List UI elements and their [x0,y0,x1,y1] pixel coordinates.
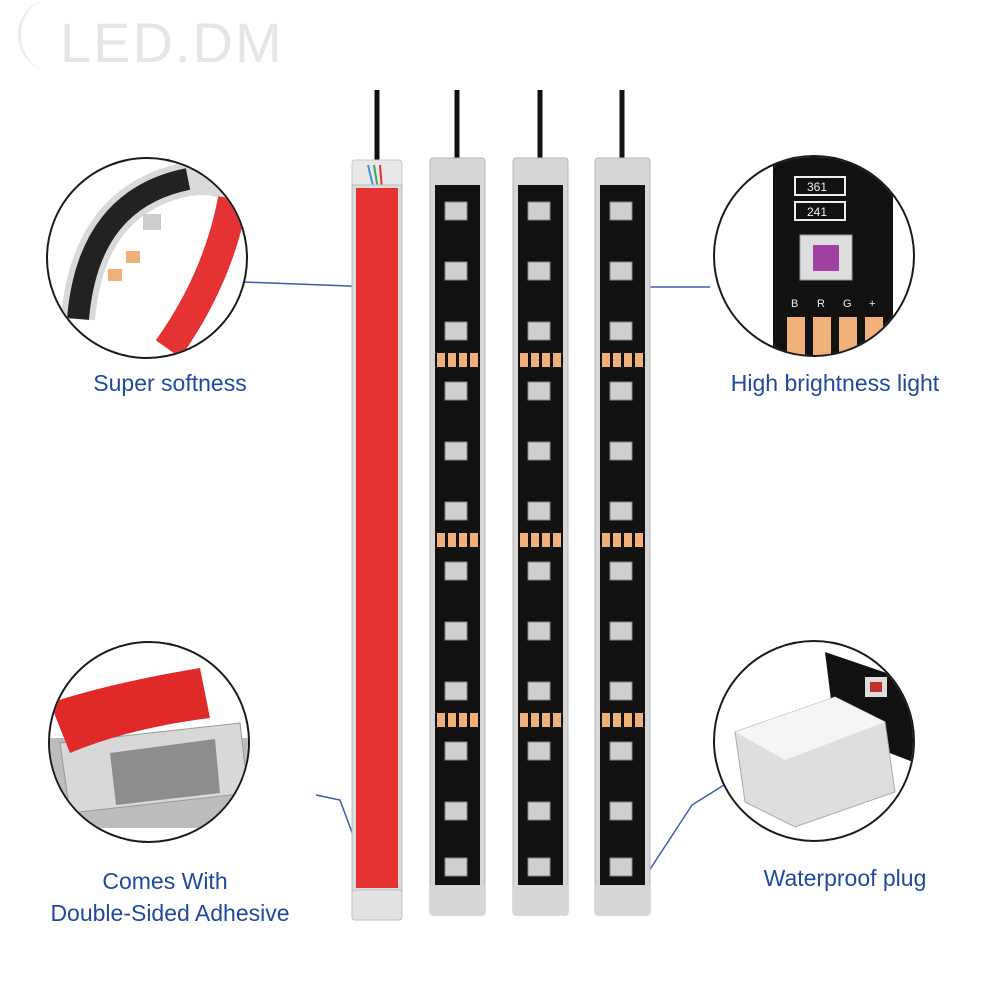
led-strip-3 [594,90,651,916]
adhesive-strip [351,90,403,921]
adhesive-detail-circle [48,641,250,843]
pin-g-label: G [843,298,852,310]
led-strip-2 [512,90,569,916]
waterproof-plug-image [734,652,913,828]
watermark-ring [18,0,81,70]
softness-detail-circle [46,157,248,359]
brightness-detail-circle: 361 241 B R G + [713,155,915,357]
pin-r-label: R [817,298,825,310]
curved-strip-image [61,161,246,357]
pin-b-label: B [791,298,798,310]
caption-adhesive-line1: Comes With [102,868,228,894]
watermark-logo: LED.DM [60,11,284,74]
adhesive-image [50,668,248,828]
pcb-marking-top: 361 [807,180,827,194]
pcb-closeup-image: 361 241 B R G + [773,157,893,355]
pin-plus-label: + [869,298,875,310]
pcb-marking-bottom: 241 [807,205,827,219]
caption-super-softness: Super softness [93,370,247,396]
plug-detail-circle [713,640,915,842]
caption-adhesive-line2: Double-Sided Adhesive [50,900,290,926]
caption-waterproof-plug: Waterproof plug [763,865,927,891]
caption-high-brightness: High brightness light [730,370,940,396]
led-strip-1 [429,90,486,916]
